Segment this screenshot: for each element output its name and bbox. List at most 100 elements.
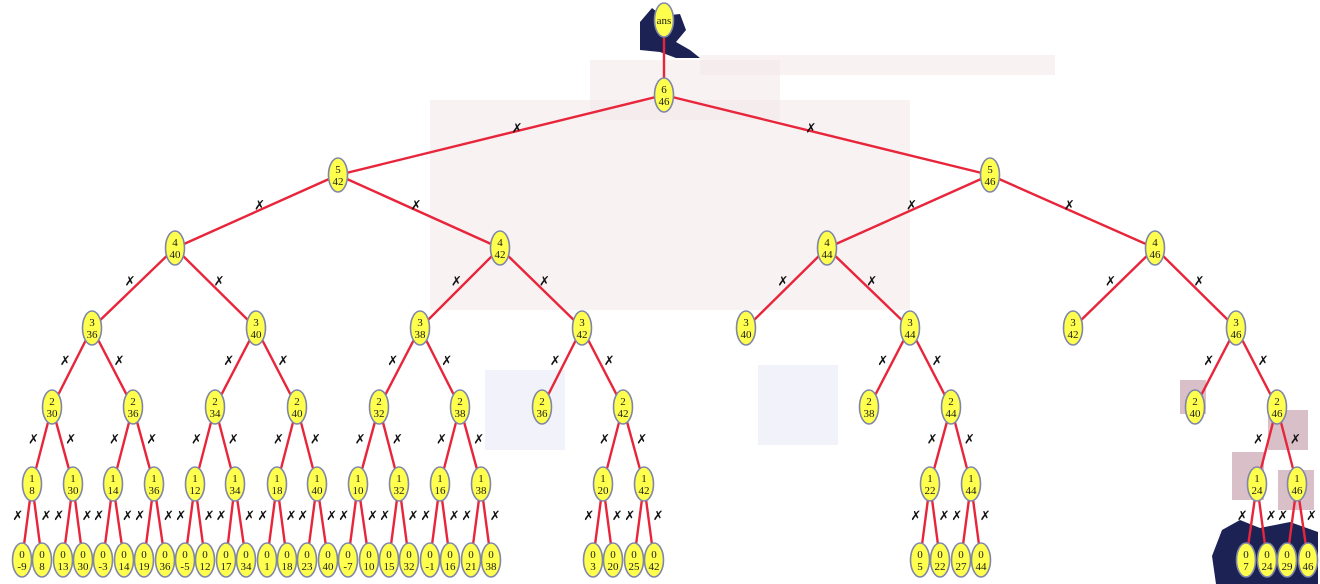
cross-mark-icon: ✗ bbox=[1105, 275, 1116, 290]
node-value: 46 bbox=[1292, 485, 1304, 497]
node-value: 18 bbox=[282, 561, 294, 573]
node-value: 40 bbox=[170, 249, 182, 261]
node-level: 1 bbox=[274, 473, 280, 485]
cross-mark-icon: ✗ bbox=[1290, 432, 1301, 447]
node-value: 40 bbox=[741, 329, 753, 341]
node-ellipse bbox=[245, 310, 267, 346]
node-ellipse bbox=[531, 389, 553, 425]
cross-mark-icon: ✗ bbox=[175, 509, 186, 524]
node-level: 0 bbox=[447, 549, 453, 561]
node-value: -9 bbox=[17, 561, 27, 573]
node-ellipse bbox=[92, 542, 114, 578]
node-value: 21 bbox=[466, 561, 477, 573]
node-level: 4 bbox=[1152, 237, 1158, 249]
node-level: 1 bbox=[232, 473, 238, 485]
node-level: 1 bbox=[1294, 473, 1300, 485]
cross-mark-icon: ✗ bbox=[932, 354, 943, 369]
node-value: 38 bbox=[476, 485, 488, 497]
node-level: 2 bbox=[49, 396, 55, 408]
node-value: 46 bbox=[1272, 408, 1284, 420]
background-square bbox=[758, 365, 838, 445]
tree-node: 146 bbox=[1286, 466, 1308, 502]
node-ellipse bbox=[286, 389, 308, 425]
cross-mark-icon: ✗ bbox=[109, 432, 120, 447]
tree-edge bbox=[663, 93, 991, 177]
tree-node: 034 bbox=[235, 542, 257, 578]
node-value: 8 bbox=[39, 561, 45, 573]
tree-node: 020 bbox=[602, 542, 624, 578]
node-ellipse bbox=[113, 542, 135, 578]
node-ellipse bbox=[950, 542, 972, 578]
tree-edge bbox=[174, 247, 257, 329]
cross-mark-icon: ✗ bbox=[216, 509, 227, 524]
node-value: 8 bbox=[29, 485, 35, 497]
tree-node: 446 bbox=[1144, 230, 1166, 266]
cross-mark-icon: ✗ bbox=[778, 275, 789, 290]
tree-node: 032 bbox=[398, 542, 420, 578]
node-ellipse bbox=[571, 310, 593, 346]
node-value: 30 bbox=[68, 485, 80, 497]
cross-mark-icon: ✗ bbox=[278, 354, 289, 369]
tree-node: 240 bbox=[1184, 389, 1206, 425]
node-value: -3 bbox=[98, 561, 108, 573]
cross-mark-icon: ✗ bbox=[1203, 354, 1214, 369]
node-ellipse bbox=[1297, 542, 1319, 578]
node-level: 1 bbox=[600, 473, 606, 485]
node-ellipse bbox=[62, 466, 84, 502]
cross-mark-icon: ✗ bbox=[636, 432, 647, 447]
tree-node: 240 bbox=[286, 389, 308, 425]
node-level: 2 bbox=[948, 396, 954, 408]
node-ellipse bbox=[439, 542, 461, 578]
node-level: 2 bbox=[1192, 396, 1198, 408]
node-ellipse bbox=[899, 310, 921, 346]
tree-node: 138 bbox=[470, 466, 492, 502]
tree-edge bbox=[826, 173, 991, 250]
node-ellipse bbox=[470, 466, 492, 502]
cross-mark-icon: ✗ bbox=[387, 354, 398, 369]
cross-mark-icon: ✗ bbox=[411, 199, 422, 214]
node-value: 22 bbox=[935, 561, 946, 573]
node-level: 1 bbox=[396, 473, 402, 485]
node-value: 32 bbox=[394, 485, 405, 497]
node-level: 5 bbox=[335, 164, 341, 176]
node-label: ans bbox=[657, 15, 672, 27]
node-value: 7 bbox=[1243, 561, 1249, 573]
tree-node: 242 bbox=[612, 389, 634, 425]
node-ellipse bbox=[449, 389, 471, 425]
cross-mark-icon: ✗ bbox=[244, 509, 255, 524]
node-value: 34 bbox=[210, 408, 222, 420]
node-ellipse bbox=[409, 310, 431, 346]
tree-node: 0-7 bbox=[337, 542, 359, 578]
tree-node: 012 bbox=[194, 542, 216, 578]
node-ellipse bbox=[52, 542, 74, 578]
node-value: 38 bbox=[455, 408, 467, 420]
node-level: 0 bbox=[19, 549, 25, 561]
cross-mark-icon: ✗ bbox=[60, 354, 71, 369]
node-ellipse bbox=[11, 542, 33, 578]
tree-node: 236 bbox=[531, 389, 553, 425]
node-value: 19 bbox=[139, 561, 151, 573]
cross-mark-icon: ✗ bbox=[951, 509, 962, 524]
tree-node: 0-3 bbox=[92, 542, 114, 578]
node-ellipse bbox=[735, 310, 757, 346]
node-ellipse bbox=[1246, 466, 1268, 502]
node-value: 36 bbox=[149, 485, 161, 497]
cross-mark-icon: ✗ bbox=[906, 199, 917, 214]
cross-mark-icon: ✗ bbox=[41, 509, 52, 524]
tree-node: 340 bbox=[245, 310, 267, 346]
node-ellipse bbox=[633, 466, 655, 502]
node-level: 4 bbox=[824, 237, 830, 249]
node-level: 2 bbox=[376, 396, 382, 408]
tree-edge bbox=[499, 247, 583, 329]
node-value: 38 bbox=[864, 408, 876, 420]
node-value: 40 bbox=[292, 408, 304, 420]
cross-mark-icon: ✗ bbox=[550, 354, 561, 369]
node-level: 2 bbox=[866, 396, 872, 408]
node-value: -1 bbox=[425, 561, 434, 573]
cross-mark-icon: ✗ bbox=[82, 509, 93, 524]
background-blur-patch bbox=[430, 100, 910, 310]
node-level: 0 bbox=[1284, 549, 1290, 561]
node-value: 10 bbox=[364, 561, 376, 573]
node-ellipse bbox=[337, 542, 359, 578]
